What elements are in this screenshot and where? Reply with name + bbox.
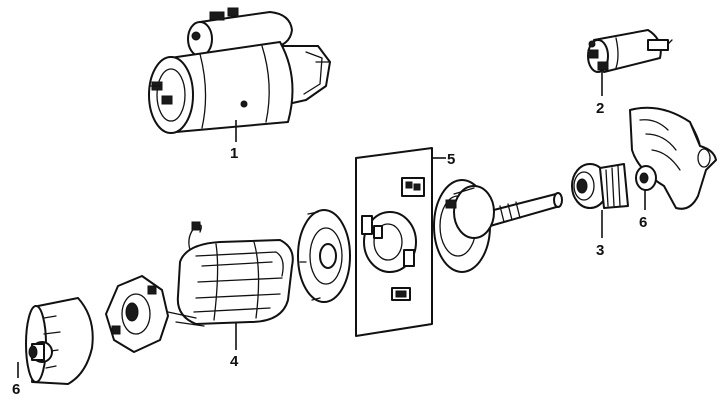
callout-2: 2 xyxy=(596,100,604,117)
field-coil xyxy=(167,221,294,327)
starter-motor-assembly xyxy=(148,7,331,134)
callout-3: 3 xyxy=(596,242,604,259)
armature-shaft xyxy=(485,192,563,227)
end-frame-plate xyxy=(433,179,495,273)
end-cap xyxy=(25,297,94,385)
brush-holder-assembly xyxy=(355,147,433,337)
callout-6-left: 6 xyxy=(12,381,20,398)
leader-lines xyxy=(17,72,646,378)
bushing-right xyxy=(635,165,657,191)
solenoid-switch xyxy=(587,29,673,73)
commutator-end-plate xyxy=(297,209,351,303)
brush-plate xyxy=(105,275,169,353)
callout-6-right: 6 xyxy=(639,214,647,231)
drive-end-housing xyxy=(629,106,717,210)
callout-1: 1 xyxy=(230,145,238,162)
callout-4: 4 xyxy=(230,353,239,370)
bushing-left xyxy=(28,341,53,363)
callout-5: 5 xyxy=(447,151,455,168)
drive-pinion-gear xyxy=(571,163,629,209)
